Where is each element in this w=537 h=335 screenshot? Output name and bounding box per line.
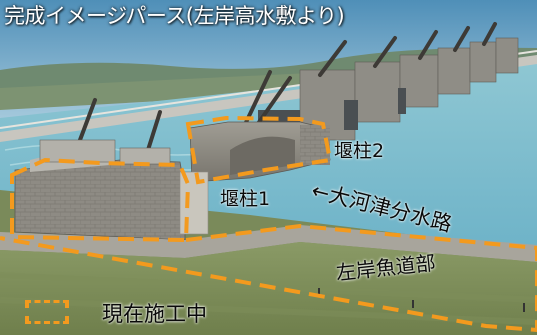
people — [318, 288, 525, 312]
legend-label: 現在施工中 — [102, 302, 207, 326]
pier-2-label: 堰柱2 — [334, 140, 385, 162]
left-gate-house — [39, 139, 171, 165]
pier-2-outline — [185, 115, 333, 185]
image-title: 完成イメージパース(左岸高水敷より) — [4, 4, 345, 28]
fishway-wall — [0, 225, 537, 262]
legend-dashed-box-icon — [25, 300, 69, 324]
highlight-outlines — [0, 115, 537, 333]
pier-1-label: 堰柱1 — [220, 188, 271, 210]
pier-1-outline — [10, 157, 191, 243]
